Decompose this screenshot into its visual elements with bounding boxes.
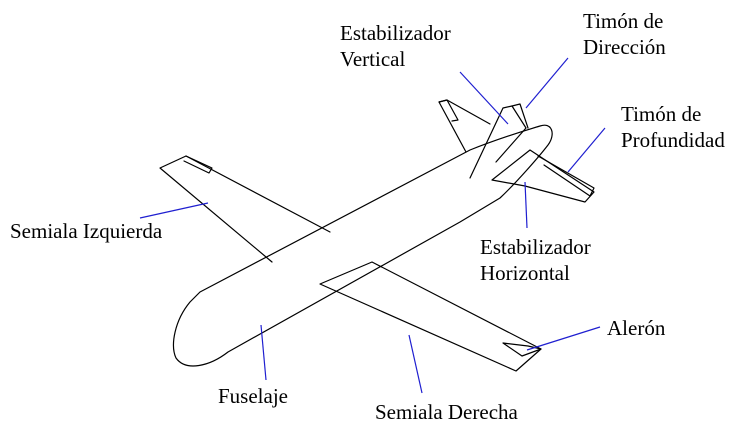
rudder-shape <box>511 103 529 129</box>
leader-rudder <box>525 57 569 109</box>
leader-fuselage <box>260 324 267 381</box>
left-aileron-shape <box>183 155 213 174</box>
leader-horizontal-stabilizer <box>524 181 528 229</box>
label-horizontal-stabilizer-line2: Horizontal <box>480 261 570 285</box>
label-left-semiwing: Semiala Izquierda <box>10 219 163 243</box>
left-horizontal-stabilizer-shape <box>438 99 491 153</box>
left-elevator-shape <box>438 99 459 122</box>
label-fuselage: Fuselaje <box>218 384 288 408</box>
label-aileron: Alerón <box>607 316 666 340</box>
label-elevator-line1: Timón de <box>621 102 702 126</box>
left-semiwing-shape <box>159 155 331 263</box>
fuselage-shape <box>172 124 553 367</box>
label-horizontal-stabilizer-line1: Estabilizador <box>480 235 591 259</box>
right-aileron-shape <box>502 342 542 357</box>
leader-right-semiwing <box>408 334 423 394</box>
label-rudder-line1: Timón de <box>583 9 664 33</box>
label-vertical-stabilizer-line2: Vertical <box>340 47 406 71</box>
label-elevator: Timón de Profundidad <box>621 101 725 153</box>
label-vertical-stabilizer-line1: Estabilizador <box>340 21 451 45</box>
label-elevator-line2: Profundidad <box>621 128 725 152</box>
leader-vertical-stabilizer <box>459 71 509 125</box>
label-rudder: Timón de Dirección <box>583 8 666 60</box>
leader-aileron <box>526 326 601 351</box>
leader-elevator <box>567 127 606 173</box>
right-horizontal-stabilizer-shape <box>491 149 595 203</box>
leader-left-semiwing <box>139 202 209 219</box>
right-elevator-shape <box>537 155 595 197</box>
label-horizontal-stabilizer: Estabilizador Horizontal <box>480 234 591 286</box>
label-rudder-line2: Dirección <box>583 35 666 59</box>
label-vertical-stabilizer: Estabilizador Vertical <box>340 20 451 72</box>
label-right-semiwing: Semiala Derecha <box>375 400 518 424</box>
vertical-stabilizer-shape <box>469 105 527 179</box>
